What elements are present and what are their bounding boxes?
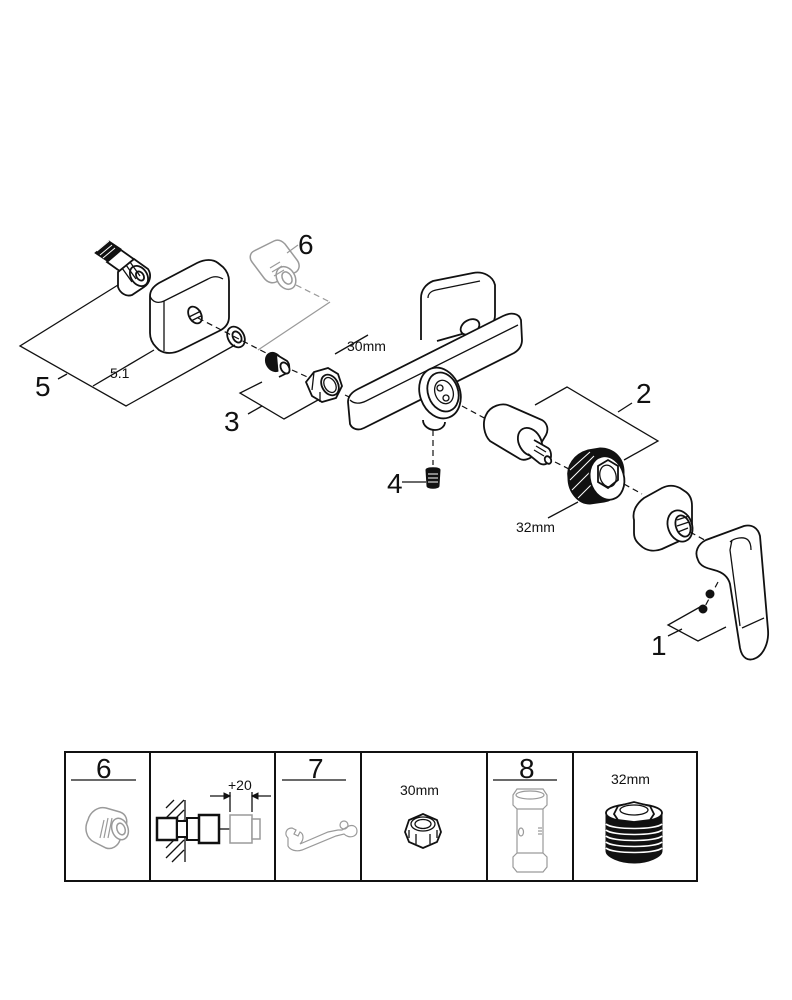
extension-piece-icon [85, 806, 130, 850]
legend-table [64, 751, 698, 882]
eccentric-fitting [264, 351, 291, 378]
legend-dimension-plus20: +20 [228, 777, 252, 793]
bonnet-32mm [567, 447, 626, 505]
extension-piece-grey [249, 239, 300, 291]
s-union-connector [94, 240, 151, 297]
legend-cell-32mm: 32mm [605, 771, 663, 864]
callout-1: 1 [651, 630, 667, 661]
callout-4: 4 [387, 468, 403, 499]
legend-dimension-32mm: 32mm [611, 771, 650, 787]
legend-number-8: 8 [519, 753, 535, 784]
handle-sleeve [632, 484, 694, 552]
mixer-body [347, 271, 523, 431]
callout-2: 2 [636, 378, 652, 409]
callout-6: 6 [298, 229, 314, 260]
legend-cell-30mm: 30mm [400, 782, 442, 849]
bonnet-icon [605, 801, 663, 864]
wrench-icon [285, 820, 358, 852]
outlet-insert [425, 467, 441, 489]
legend-dimension-30mm: 30mm [400, 782, 439, 798]
union-nut-30mm [304, 367, 343, 403]
cartridge [483, 403, 553, 466]
cartridge-tool-icon [512, 788, 548, 873]
dimension-30mm: 30mm [347, 338, 386, 354]
legend-cell-6: 6 [71, 753, 136, 850]
legend-cell-7: 7 [282, 753, 358, 852]
legend-cell-extension: +20 [155, 777, 271, 863]
dimension-32mm: 32mm [516, 519, 555, 535]
lever-handle [695, 524, 769, 661]
legend-number-6: 6 [96, 753, 112, 784]
callout-5-1: 5.1 [110, 365, 130, 381]
legend-number-7: 7 [308, 753, 324, 784]
nut-icon [404, 813, 442, 849]
callout-3: 3 [224, 406, 240, 437]
cover-rosette [149, 259, 230, 354]
legend-cell-8: 8 [493, 753, 557, 873]
callout-5: 5 [35, 371, 51, 402]
